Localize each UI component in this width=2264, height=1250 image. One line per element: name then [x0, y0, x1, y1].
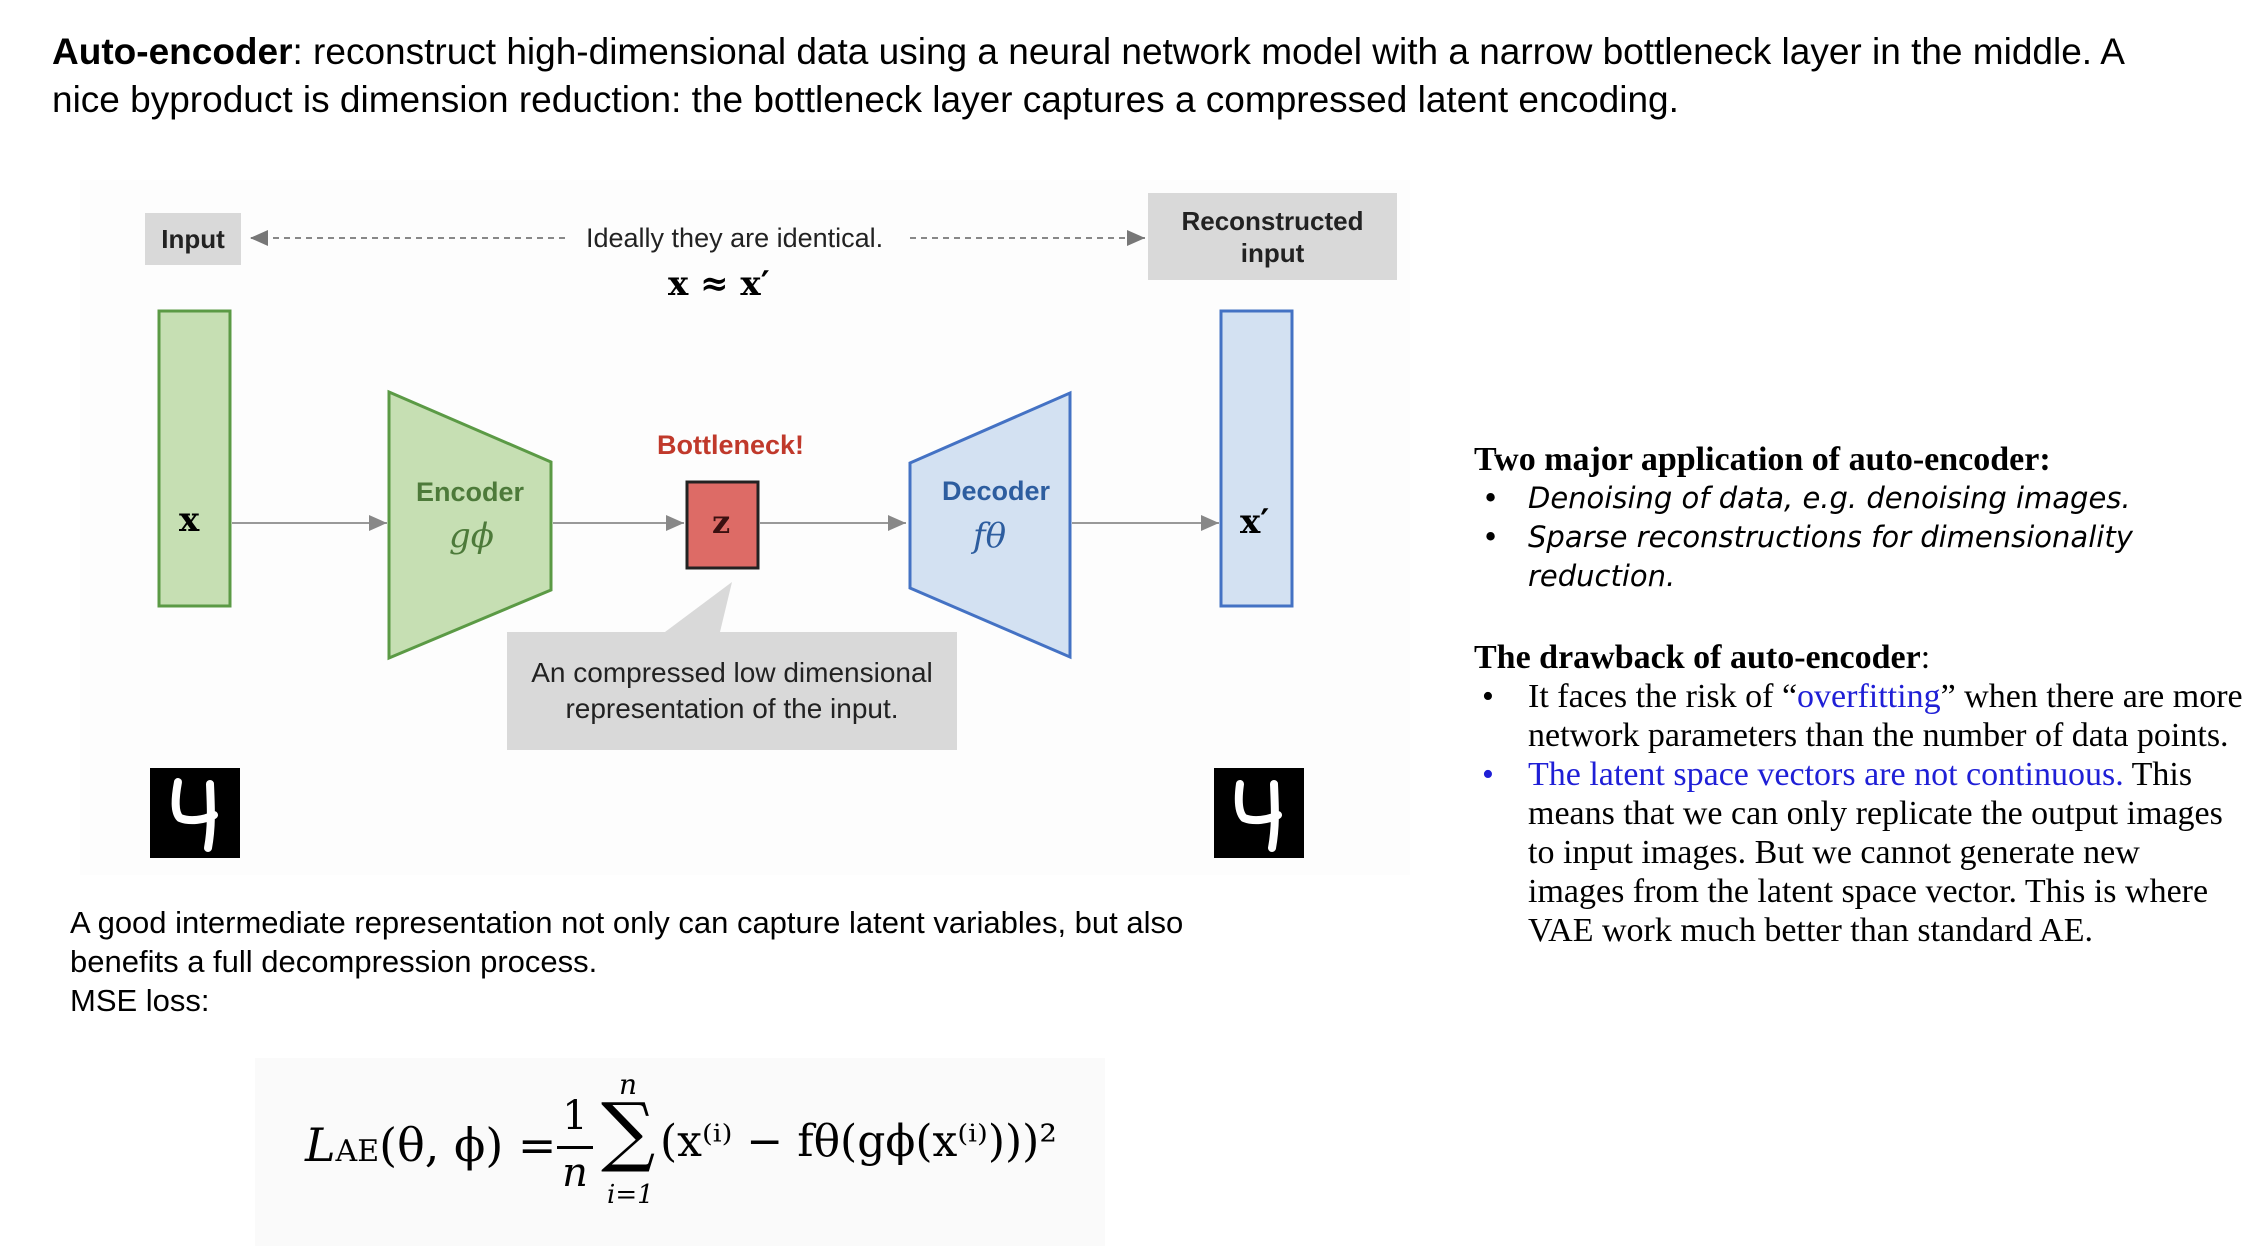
drawback-item-latent: The latent space vectors are not continu… [1474, 755, 2244, 950]
output-digit-image [1214, 768, 1304, 858]
drawback2-blue: The latent space vectors are not continu… [1528, 756, 2124, 793]
z-symbol: z [712, 503, 731, 541]
formula-args: (θ, ϕ) = [379, 1118, 557, 1172]
apps-list: Denoising of data, e.g. denoising images… [1474, 479, 2244, 596]
formula-frac-den: n [562, 1150, 588, 1196]
encoder-trapezoid [387, 389, 553, 661]
apps-title: Two major application of auto-encoder: [1474, 441, 2051, 478]
input-digit-image [150, 768, 240, 858]
spacer [1474, 596, 2244, 638]
input-vector-bar [157, 309, 232, 608]
decoder-trapezoid [908, 390, 1072, 660]
below-diagram-text: A good intermediate representation not o… [70, 903, 1350, 1020]
app-item-sparse: Sparse reconstructions for dimensionalit… [1474, 518, 2244, 596]
input-label-box: Input [145, 213, 241, 265]
z-bottleneck-box [685, 480, 760, 570]
formula-sigma: ∑ [601, 1086, 656, 1175]
reconstructed-label-box: Reconstructed input [1148, 193, 1397, 280]
drawback-item-overfitting: It faces the risk of “overfitting” when … [1474, 677, 2244, 755]
output-vector-bar [1219, 309, 1294, 608]
app-item-denoising: Denoising of data, e.g. denoising images… [1474, 479, 2244, 518]
xprime-symbol: x′ [1240, 502, 1270, 542]
intro-paragraph: Auto-encoder: reconstruct high-dimension… [52, 28, 2152, 124]
input-label: Input [161, 223, 225, 254]
drawback2-rest: This means that we can only replicate th… [1528, 756, 2223, 949]
formula-body: (x⁽ⁱ⁾ − fθ(gϕ(x⁽ⁱ⁾)))² [660, 1116, 1057, 1167]
reconstructed-label-line1: Reconstructed [1181, 205, 1364, 236]
drawback1-pre: It faces the risk of “ [1528, 678, 1798, 715]
intro-term: Auto-encoder [52, 31, 293, 72]
formula-lhs: LAE(θ, ϕ) = [305, 1118, 556, 1172]
right-column: Two major application of auto-encoder: D… [1474, 440, 2244, 950]
decoder-function: fθ [973, 516, 1007, 556]
callout-line1: An compressed low dimensional [531, 657, 933, 688]
digit-four-input [171, 778, 218, 852]
mse-loss-formula: LAE(θ, ϕ) = 1 n n ∑ i=1 (x⁽ⁱ⁾ − fθ(gϕ(x⁽… [255, 1058, 1105, 1246]
drawback-heading: The drawback of auto-encoder: [1474, 638, 2244, 677]
intro-text: : reconstruct high-dimensional data usin… [52, 31, 2123, 120]
overfitting-link[interactable]: overfitting [1797, 678, 1941, 715]
reconstructed-label-line2: input [1240, 237, 1305, 268]
ideal-text: Ideally they are identical. [586, 223, 884, 253]
bottleneck-label: Bottleneck! [657, 430, 805, 460]
formula-L: L [305, 1118, 336, 1172]
encoder-label: Encoder [416, 477, 525, 507]
formula-sub: AE [335, 1134, 380, 1169]
drawback-colon: : [1920, 639, 1931, 676]
formula-frac-bar [557, 1146, 593, 1149]
formula-sum-top: n [619, 1068, 638, 1101]
below-line3: MSE loss: [70, 983, 210, 1018]
callout-pointer [665, 582, 732, 632]
ideal-formula: x ≈ x′ [668, 264, 770, 304]
drawback-title: The drawback of auto-encoder [1474, 639, 1921, 676]
encoder-function: gϕ [449, 516, 494, 556]
below-line2: benefits a full decompression process. [70, 944, 598, 979]
autoencoder-diagram: Input Ideally they are identical. x ≈ x′… [80, 180, 1410, 875]
digit-four-output [1234, 780, 1282, 852]
drawback1-post: ” when there are more network parameters… [1528, 678, 2243, 754]
x-symbol: x [179, 500, 200, 540]
callout-line2: representation of the input. [565, 693, 899, 724]
decoder-label: Decoder [942, 476, 1051, 506]
formula-sum-bottom: i=1 [607, 1180, 654, 1210]
below-line1: A good intermediate representation not o… [70, 905, 1184, 940]
drawback-list: It faces the risk of “overfitting” when … [1474, 677, 2244, 950]
latent-callout: An compressed low dimensional representa… [507, 632, 957, 750]
formula-frac-num: 1 [562, 1093, 588, 1139]
diagram-shapes [157, 230, 1294, 661]
